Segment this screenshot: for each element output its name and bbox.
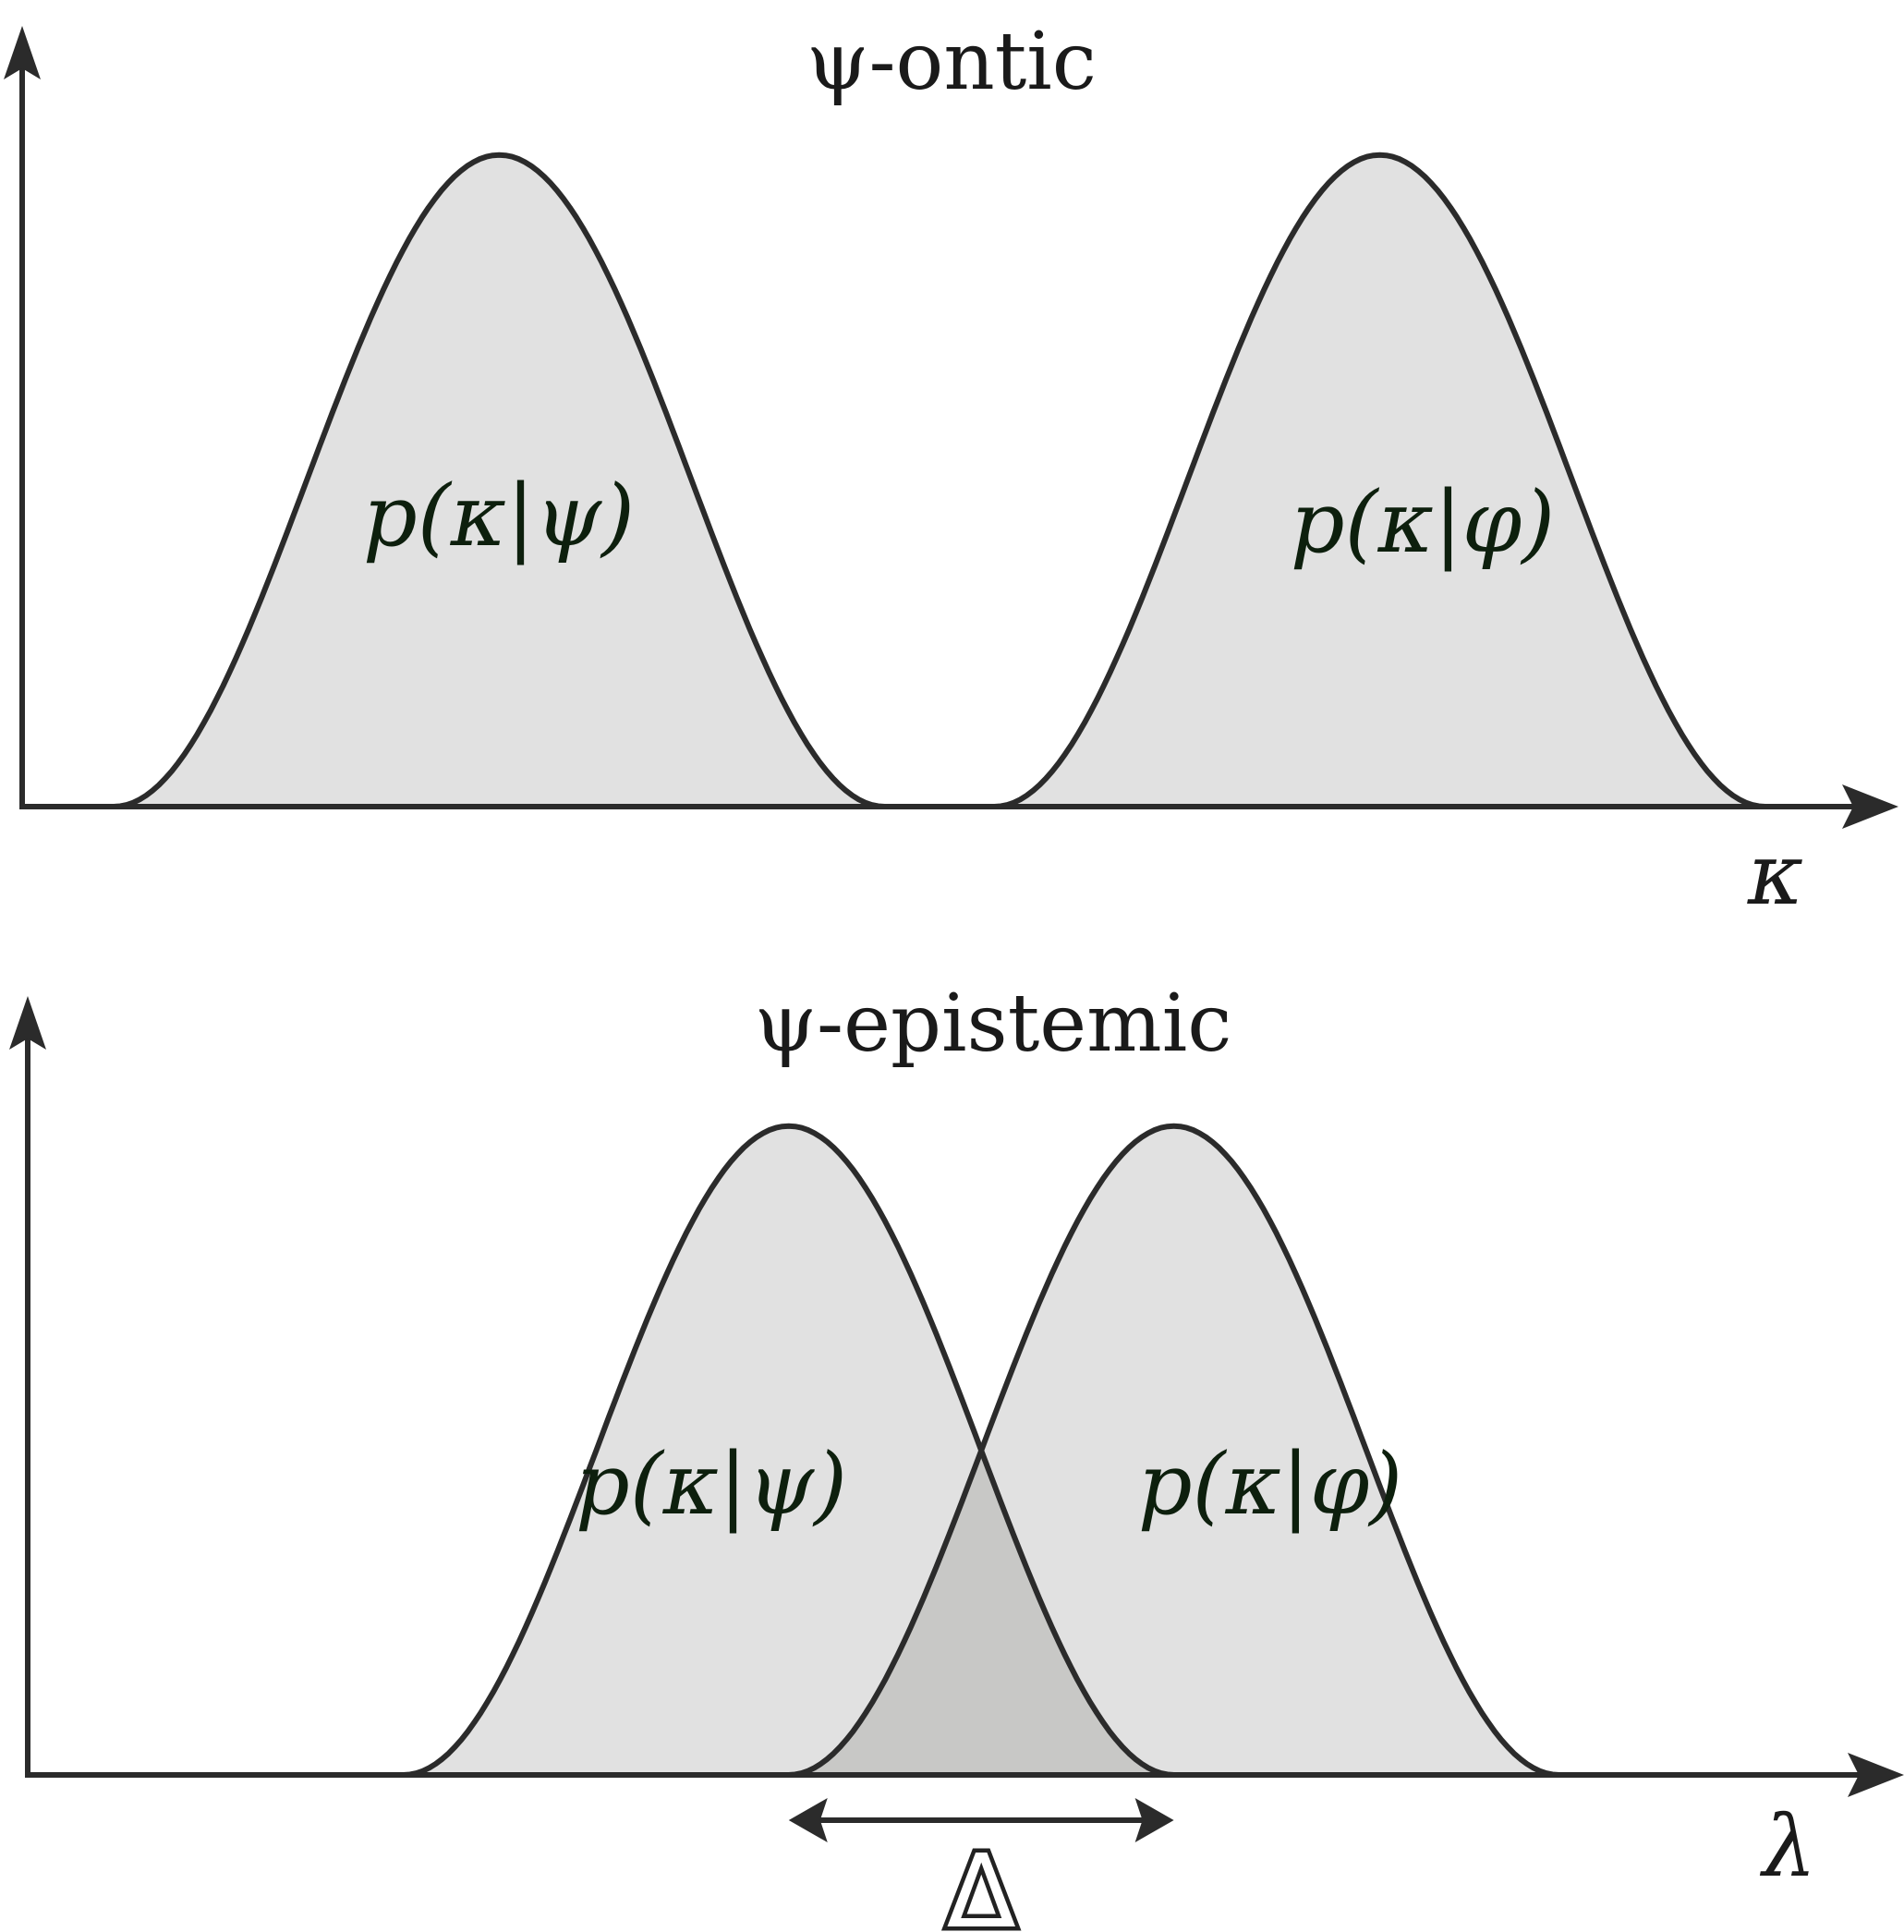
ontic-axis-variable: κ: [1747, 825, 1803, 924]
epistemic-y-axis-arrowhead: [9, 996, 46, 1050]
ontic-phi-distribution-fill: [994, 154, 1765, 807]
epistemic-psi-distribution-curve: [403, 1123, 1174, 1778]
ontic-psi-label: p(κ|ψ): [363, 467, 635, 565]
epistemic-x-axis-arrowhead: [1848, 1753, 1904, 1797]
ontic-phi-distribution-curve: [994, 152, 1768, 809]
ontic-phi-label: p(κ|φ): [1291, 473, 1555, 572]
overlap-delta-label: Δ: [947, 1832, 1016, 1932]
epistemic-phi-distribution-curve: [788, 1123, 1559, 1778]
epistemic-psi-label: p(κ|ψ): [576, 1435, 847, 1534]
ontic-psi-distribution-curve: [114, 152, 888, 809]
epistemic-phi-label: p(κ|φ): [1138, 1435, 1402, 1534]
overlap-width-double-arrow: [788, 1798, 1174, 1842]
ontic-panel: ψ-ontic p(κ|ψ) p(κ|φ) κ: [4, 16, 1898, 924]
ontic-title: ψ-ontic: [806, 16, 1097, 108]
epistemic-overlap-region: [788, 1125, 1174, 1775]
ontic-x-axis-arrowhead: [1842, 784, 1898, 829]
epistemic-axis-variable: λ: [1759, 1797, 1816, 1896]
ontic-y-axis-arrowhead: [4, 26, 41, 79]
epistemic-panel: ψ-epistemic p(κ|ψ) p(κ|φ) λ Δ: [9, 978, 1904, 1932]
epistemic-title: ψ-epistemic: [755, 978, 1232, 1070]
ontic-psi-distribution-fill: [114, 154, 885, 807]
